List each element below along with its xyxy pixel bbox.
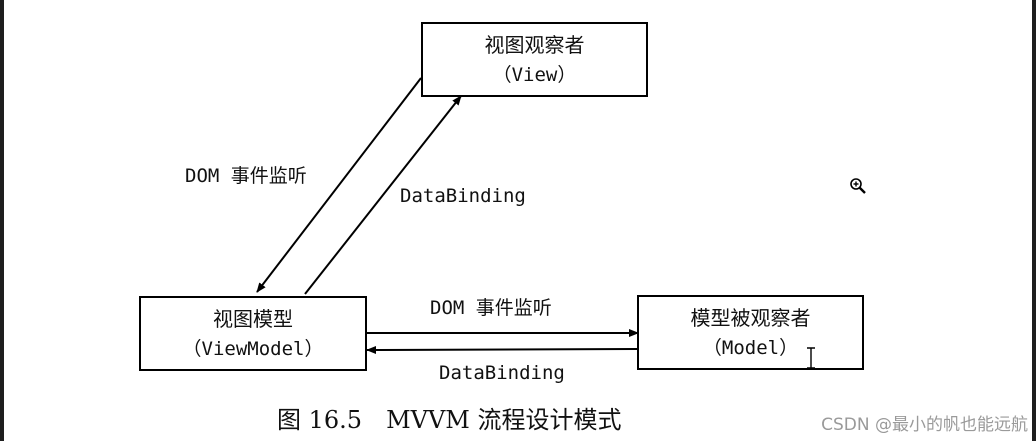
arrow-view-to-viewmodel: [256, 77, 422, 293]
text-cursor-icon: [807, 347, 815, 369]
arrow-viewmodel-to-view: [304, 95, 462, 295]
label-viewmodel-to-view: DataBinding: [400, 185, 526, 207]
view-node-subtitle: （View）: [492, 63, 577, 86]
label-viewmodel-to-model: DOM 事件监听: [430, 297, 552, 319]
right-frame-border: [1032, 0, 1036, 441]
left-frame-border: [0, 0, 4, 441]
arrow-model-to-viewmodel: [366, 345, 639, 354]
view-node-title: 视图观察者: [484, 32, 585, 57]
model-node-title: 模型被观察者: [690, 305, 811, 330]
watermark: CSDN @最小的帆也能远航: [821, 415, 1028, 435]
model-node: 模型被观察者 （Model）: [637, 295, 864, 370]
figure-caption: 图 16.5 MVVM 流程设计模式: [277, 406, 622, 434]
viewmodel-node: 视图模型 （ViewModel）: [139, 296, 367, 371]
zoom-in-icon[interactable]: [849, 177, 867, 195]
viewmodel-node-subtitle: （ViewModel）: [182, 337, 324, 360]
viewmodel-node-title: 视图模型: [213, 306, 293, 331]
label-model-to-viewmodel: DataBinding: [439, 362, 565, 384]
view-node: 视图观察者 （View）: [421, 22, 648, 97]
label-view-to-viewmodel: DOM 事件监听: [185, 165, 307, 187]
model-node-subtitle: （Model）: [702, 336, 799, 359]
